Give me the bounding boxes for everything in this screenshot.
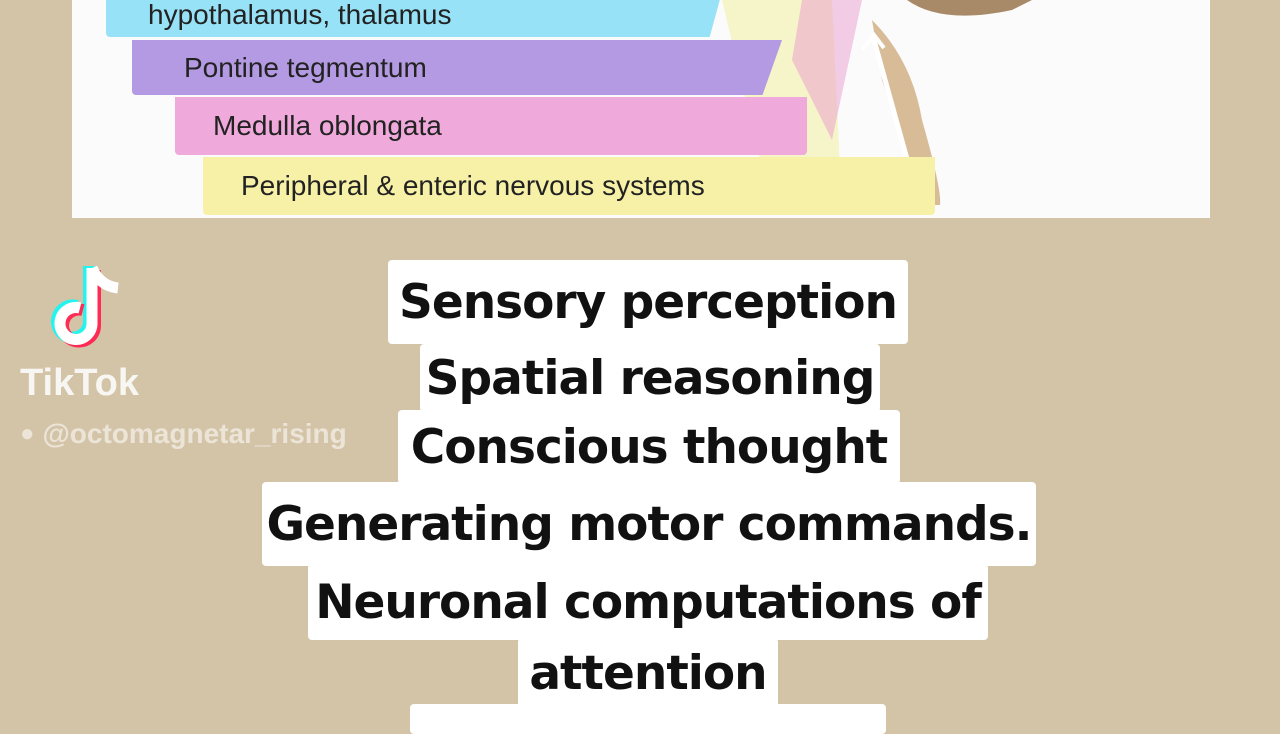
user-icon: ● (20, 420, 35, 447)
tiktok-logo-icon (51, 265, 119, 348)
band-hypothalamus: hypothalamus, thalamus (106, 0, 722, 37)
username: @octomagnetar_rising (42, 418, 347, 449)
caption-line-partial (410, 704, 886, 734)
caption-line: Conscious thought (398, 410, 900, 484)
caption-line: Sensory perception (388, 260, 908, 344)
band-medulla: Medulla oblongata (175, 97, 807, 155)
band-pontine: Pontine tegmentum (132, 40, 782, 95)
band-label: Peripheral & enteric nervous systems (241, 170, 705, 201)
band-label: Medulla oblongata (213, 110, 442, 141)
caption-line: Spatial reasoning (420, 344, 880, 412)
caption-line: Generating motor commands. (262, 482, 1036, 566)
tiktok-brand: TikTok (20, 362, 139, 404)
caption-line: attention (518, 638, 778, 708)
diagram-panel: hypothalamus, thalamus Pontine tegmentum… (72, 0, 1210, 218)
band-label: Pontine tegmentum (184, 51, 427, 83)
band-peripheral: Peripheral & enteric nervous systems (203, 157, 935, 215)
band-label: hypothalamus, thalamus (148, 0, 452, 30)
username-row: ● @octomagnetar_rising (20, 418, 347, 450)
caption-line: Neuronal computations of (308, 564, 988, 640)
